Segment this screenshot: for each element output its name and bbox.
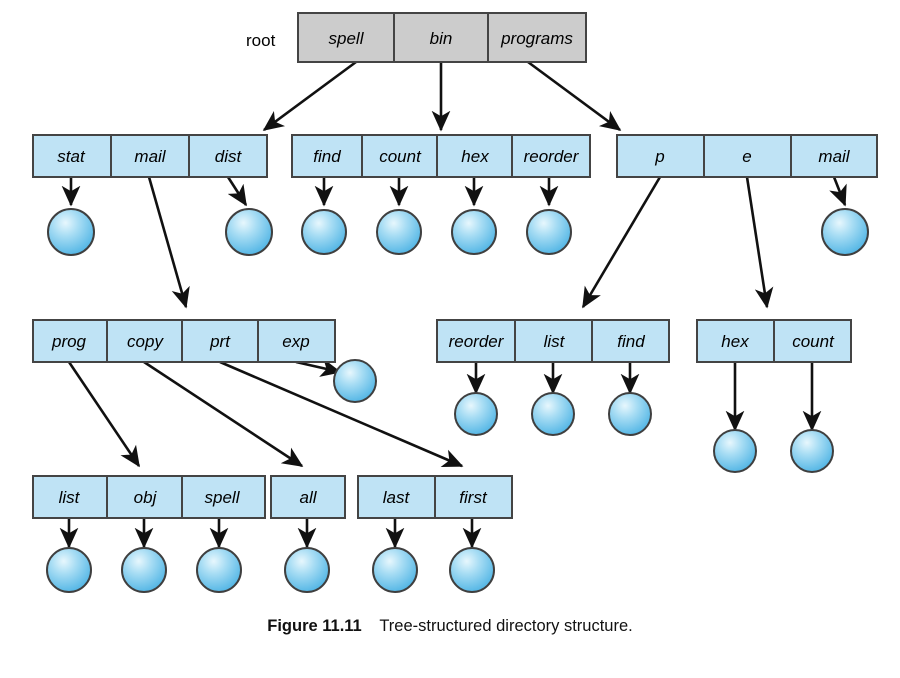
- e-children-box[interactable]: hex count: [696, 319, 852, 363]
- file-node-dist[interactable]: [225, 208, 273, 256]
- cell-reorder[interactable]: reorder: [524, 147, 580, 166]
- spell-children-outline: [32, 134, 268, 178]
- edge-p-to-children: [581, 176, 662, 309]
- level2-row: stat mail dist find count hex reorder p …: [32, 134, 878, 178]
- file-nodes: [46, 208, 869, 593]
- cell-hex[interactable]: hex: [461, 147, 489, 166]
- programs-children-outline: [616, 134, 878, 178]
- cell-stat[interactable]: stat: [57, 147, 86, 166]
- cell-prog[interactable]: prog: [51, 332, 87, 351]
- file-node-obj[interactable]: [121, 547, 167, 593]
- cell-mail[interactable]: mail: [134, 147, 166, 166]
- root-directory-box[interactable]: spell bin programs: [297, 12, 587, 63]
- edge-copy-to-all: [143, 360, 304, 468]
- file-node-count[interactable]: [376, 209, 422, 255]
- file-node-find2[interactable]: [608, 392, 652, 436]
- cell-count[interactable]: count: [379, 147, 422, 166]
- cell-p[interactable]: p: [654, 147, 664, 166]
- cell-dist[interactable]: dist: [215, 147, 243, 166]
- cell-count2[interactable]: count: [792, 332, 835, 351]
- cell-find[interactable]: find: [313, 147, 341, 166]
- root-cell-spell[interactable]: spell: [329, 29, 365, 48]
- all-box-outline: [270, 475, 346, 519]
- prog-copy-children-outline: [32, 475, 266, 519]
- prog-copy-children-box[interactable]: list obj spell: [32, 475, 266, 519]
- file-node-list[interactable]: [46, 547, 92, 593]
- cell-exp[interactable]: exp: [282, 332, 309, 351]
- file-node-list2[interactable]: [531, 392, 575, 436]
- edge-mail-to-children: [147, 176, 190, 309]
- cell-e[interactable]: e: [742, 147, 751, 166]
- edge-exp-to-file: [295, 358, 342, 377]
- cell-mail2[interactable]: mail: [818, 147, 850, 166]
- file-node-hex[interactable]: [451, 209, 497, 255]
- p-children-box[interactable]: reorder list find: [436, 319, 670, 363]
- file-node-last[interactable]: [372, 547, 418, 593]
- edge-prt-to-first: [219, 360, 464, 468]
- connector-lines: [59, 60, 847, 549]
- file-node-spell[interactable]: [196, 547, 242, 593]
- edge-prog-to-obj: [67, 361, 141, 468]
- root-cell-programs[interactable]: programs: [500, 29, 573, 48]
- root-cell-bin[interactable]: bin: [430, 29, 453, 48]
- mail-children-outline: [32, 319, 336, 363]
- cell-hex2[interactable]: hex: [721, 332, 749, 351]
- cell-last[interactable]: last: [383, 488, 411, 507]
- cell-prt[interactable]: prt: [209, 332, 231, 351]
- file-node-all[interactable]: [284, 547, 330, 593]
- edge-e-to-children: [745, 176, 774, 309]
- file-node-count2[interactable]: [790, 429, 834, 473]
- cell-copy[interactable]: copy: [127, 332, 164, 351]
- cell-list[interactable]: list: [59, 488, 81, 507]
- cell-all[interactable]: all: [299, 488, 317, 507]
- caption-text: Tree-structured directory structure.: [379, 617, 633, 635]
- root-row: root spell bin programs: [246, 12, 587, 63]
- cell-first[interactable]: first: [459, 488, 488, 507]
- edge-spell-to-children: [262, 60, 357, 132]
- file-node-stat[interactable]: [47, 208, 95, 256]
- file-node-hex2[interactable]: [713, 429, 757, 473]
- cell-list2[interactable]: list: [544, 332, 566, 351]
- root-label: root: [246, 31, 276, 50]
- programs-children-box[interactable]: p e mail: [616, 134, 878, 178]
- caption-number: Figure 11.11: [267, 617, 362, 635]
- bin-children-box[interactable]: find count hex reorder: [291, 134, 591, 178]
- bin-children-outline: [291, 134, 591, 178]
- all-box[interactable]: all: [270, 475, 346, 519]
- figure-caption: Figure 11.11 Tree-structured directory s…: [0, 617, 900, 636]
- cell-spell2[interactable]: spell: [205, 488, 241, 507]
- file-node-first[interactable]: [449, 547, 495, 593]
- file-node-find[interactable]: [301, 209, 347, 255]
- cell-obj[interactable]: obj: [134, 488, 158, 507]
- last-first-box[interactable]: last first: [357, 475, 513, 519]
- file-node-reorder[interactable]: [526, 209, 572, 255]
- root-box-outline: [297, 12, 587, 63]
- spell-children-box[interactable]: stat mail dist: [32, 134, 268, 178]
- level3-row: prog copy prt exp reorder list find hex …: [32, 319, 852, 363]
- cell-reorder2[interactable]: reorder: [449, 332, 505, 351]
- cell-find2[interactable]: find: [617, 332, 645, 351]
- edge-programs-to-children: [527, 60, 622, 132]
- level4-row: list obj spell all last first: [32, 475, 513, 519]
- file-node-mail[interactable]: [821, 208, 869, 256]
- mail-children-box[interactable]: prog copy prt exp: [32, 319, 336, 363]
- edge-mail2-to-file: [829, 176, 847, 207]
- edge-dist-to-file: [226, 176, 248, 207]
- p-children-outline: [436, 319, 670, 363]
- file-node-exp[interactable]: [333, 359, 377, 403]
- file-node-reorder2[interactable]: [454, 392, 498, 436]
